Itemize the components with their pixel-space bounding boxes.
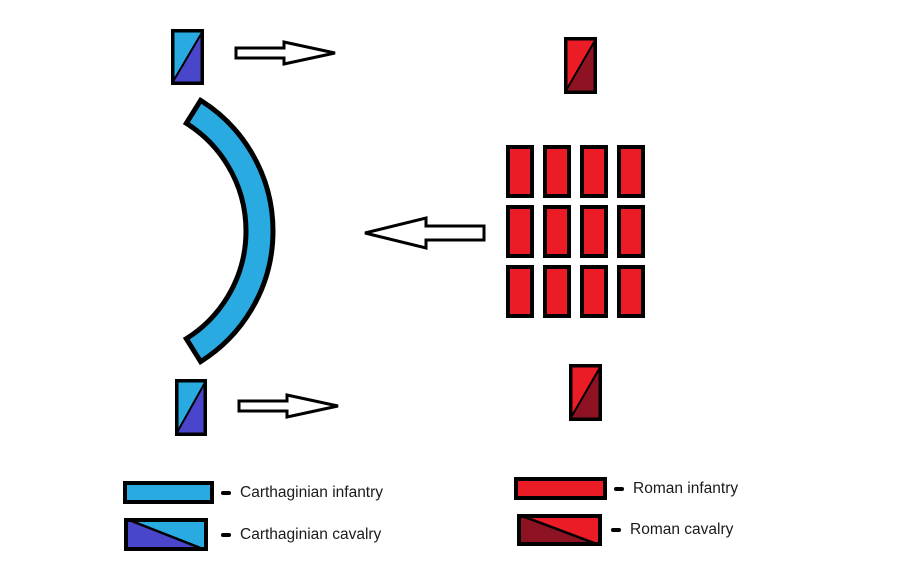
roman-infantry-unit <box>617 145 645 198</box>
roman-infantry-swatch <box>514 477 607 500</box>
roman-infantry-unit <box>506 265 534 318</box>
arrow-right-top-icon <box>234 40 336 66</box>
carthaginian-cavalry-unit-bottom <box>175 379 207 436</box>
legend-dash-icon <box>614 486 624 491</box>
roman-infantry-unit <box>506 145 534 198</box>
legend-dash-icon <box>221 490 231 495</box>
legend-dash-icon <box>611 528 621 532</box>
roman-infantry-unit <box>617 265 645 318</box>
roman-infantry-formation <box>506 145 645 318</box>
roman-infantry-unit <box>580 205 608 258</box>
legend-label: Roman cavalry <box>630 521 734 538</box>
legend-label: Roman infantry <box>633 479 739 497</box>
roman-infantry-unit <box>506 205 534 258</box>
carthaginian-cavalry-swatch <box>124 518 208 551</box>
carthaginian-infantry-swatch <box>123 481 214 504</box>
roman-infantry-unit <box>580 145 608 198</box>
legend-item-carthaginian-cavalry: Carthaginian cavalry <box>124 518 381 551</box>
legend-label: Carthaginian cavalry <box>240 525 382 543</box>
carthaginian-cavalry-unit-top <box>171 29 204 85</box>
roman-infantry-unit <box>543 205 571 258</box>
legend-label: Carthaginian infantry <box>240 483 384 501</box>
legend-item-roman-infantry: Roman infantry <box>514 477 738 500</box>
roman-cavalry-unit-top <box>564 37 597 94</box>
arrow-left-center-icon <box>364 216 486 250</box>
legend-dash-icon <box>221 532 231 537</box>
roman-infantry-unit <box>543 265 571 318</box>
legend-item-roman-cavalry: Roman cavalry <box>517 514 733 546</box>
roman-infantry-unit <box>617 205 645 258</box>
legend-item-carthaginian-infantry: Carthaginian infantry <box>123 481 383 504</box>
roman-cavalry-unit-bottom <box>569 364 602 421</box>
roman-infantry-unit <box>580 265 608 318</box>
carthaginian-infantry-crescent <box>182 96 276 366</box>
roman-infantry-unit <box>543 145 571 198</box>
arrow-right-bottom-icon <box>237 393 339 419</box>
roman-cavalry-swatch <box>517 514 602 546</box>
